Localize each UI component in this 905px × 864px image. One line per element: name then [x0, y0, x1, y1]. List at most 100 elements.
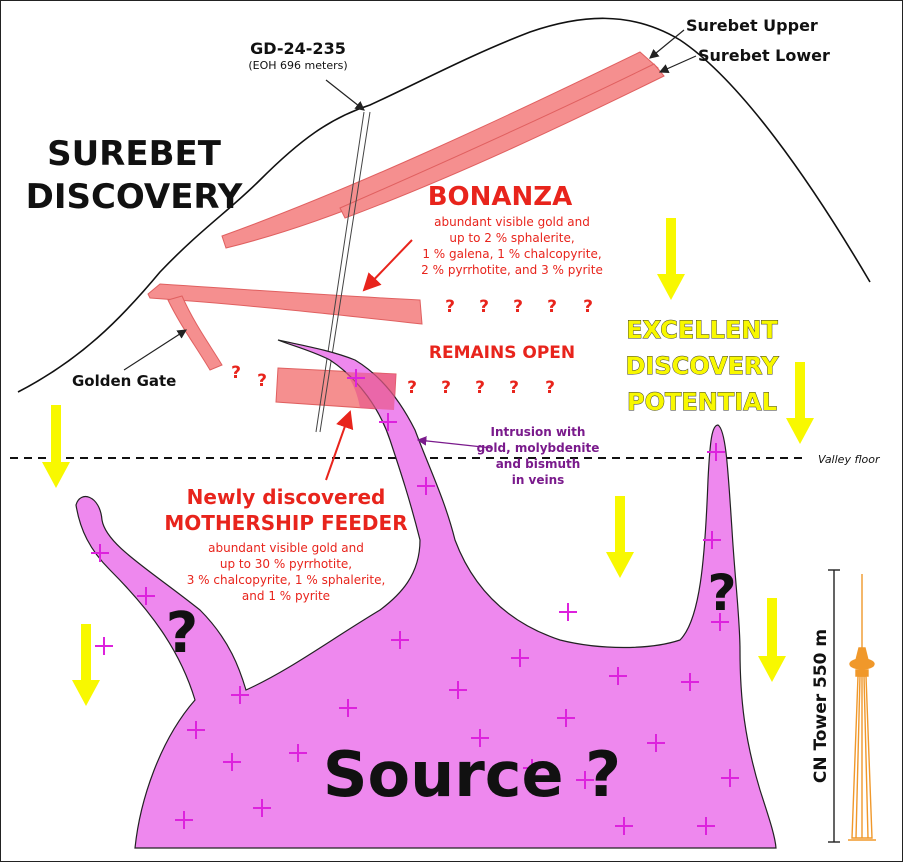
plus-marker — [523, 759, 541, 777]
question-mark-right: ? — [707, 564, 736, 622]
plus-marker — [347, 369, 365, 387]
question-mark: ? — [445, 297, 455, 317]
excellent-potential-label: EXCELLENT DISCOVERY POTENTIAL — [625, 316, 780, 417]
title-line-1: SUREBET — [47, 134, 222, 174]
drillhole-trace — [315, 111, 371, 433]
remains-open-label: REMAINS OPEN — [429, 343, 575, 363]
question-mark: ? — [513, 297, 523, 317]
plus-marker — [137, 587, 155, 605]
plus-marker — [703, 531, 721, 549]
yellow-arrow — [606, 496, 634, 578]
intrusion-pointer — [416, 436, 493, 449]
golden-gate-vein — [167, 295, 223, 371]
svg-text:in veins: in veins — [512, 473, 565, 487]
plus-marker — [721, 769, 739, 787]
svg-text:up to 30 % pyrrhotite,: up to 30 % pyrrhotite, — [220, 557, 352, 571]
question-mark: ? — [257, 371, 267, 391]
question-mark: ? — [475, 378, 485, 398]
yellow-arrow — [786, 362, 814, 444]
source-label: Source ? — [323, 738, 621, 811]
svg-text:1 % galena, 1 % chalcopyrite,: 1 % galena, 1 % chalcopyrite, — [422, 247, 601, 261]
svg-text:EXCELLENT: EXCELLENT — [626, 316, 778, 344]
bonanza-heading: BONANZA — [428, 182, 573, 212]
plus-marker — [707, 443, 725, 461]
plus-marker — [379, 413, 397, 431]
question-mark: ? — [509, 378, 519, 398]
intrusion-plus-markers — [91, 369, 739, 835]
title-line-2: DISCOVERY — [26, 177, 243, 217]
plus-marker — [449, 681, 467, 699]
plus-marker — [471, 729, 489, 747]
drillhole-note: (EOH 696 meters) — [248, 59, 347, 72]
plus-marker — [647, 734, 665, 752]
surebet-upper-label: Surebet Upper — [686, 16, 818, 35]
svg-text:POTENTIAL: POTENTIAL — [627, 388, 777, 416]
mothership-description: abundant visible gold and up to 30 % pyr… — [187, 541, 386, 603]
topography-line — [17, 17, 871, 393]
yellow-arrow — [657, 218, 685, 300]
plus-marker — [559, 603, 577, 621]
bonanza-vein — [147, 283, 423, 325]
yellow-arrow — [758, 598, 786, 682]
plus-marker — [95, 637, 113, 655]
yellow-arrow — [42, 405, 70, 488]
plus-marker — [557, 709, 575, 727]
plus-marker — [511, 649, 529, 667]
bonanza-pointer — [362, 239, 413, 292]
cn-tower-icon — [848, 574, 876, 841]
question-mark: ? — [479, 297, 489, 317]
svg-text:2 % pyrrhotite, and 3 % pyrite: 2 % pyrrhotite, and 3 % pyrite — [421, 263, 603, 277]
question-mark: ? — [441, 378, 451, 398]
intrusion-label: Intrusion with gold, molybdenite and bis… — [477, 425, 600, 487]
plus-marker — [223, 753, 241, 771]
svg-text:gold, molybdenite: gold, molybdenite — [477, 441, 600, 455]
question-mark-left: ? — [166, 601, 198, 666]
svg-text:DISCOVERY: DISCOVERY — [625, 352, 779, 380]
plus-marker — [711, 613, 729, 631]
question-mark: ? — [407, 378, 417, 398]
plus-marker — [697, 817, 715, 835]
mothership-heading-1: Newly discovered — [187, 485, 386, 509]
plus-marker — [91, 544, 109, 562]
cn-tower-label: CN Tower 550 m — [811, 629, 831, 783]
svg-text:abundant visible gold and: abundant visible gold and — [208, 541, 364, 555]
plus-marker — [187, 721, 205, 739]
surebet-lower-vein — [339, 63, 665, 219]
svg-text:and bismuth: and bismuth — [496, 457, 581, 471]
open-question-marks: ???????????? — [231, 297, 593, 398]
question-mark: ? — [547, 297, 557, 317]
plus-marker — [289, 744, 307, 762]
plus-marker — [417, 477, 435, 495]
drillhole-pointer — [325, 79, 365, 111]
svg-text:and 1 % pyrite: and 1 % pyrite — [242, 589, 330, 603]
question-mark: ? — [583, 297, 593, 317]
golden-gate-pointer — [123, 329, 188, 371]
svg-text:abundant visible gold and: abundant visible gold and — [434, 215, 590, 229]
mothership-pointer — [325, 410, 354, 481]
plus-marker — [615, 817, 633, 835]
svg-text:up to 2 % sphalerite,: up to 2 % sphalerite, — [449, 231, 574, 245]
plus-marker — [681, 673, 699, 691]
bonanza-description: abundant visible gold and up to 2 % spha… — [421, 215, 603, 277]
surebet-lower-label: Surebet Lower — [698, 46, 830, 65]
drillhole-name: GD-24-235 — [250, 39, 346, 58]
mothership-vein-overlap — [345, 372, 396, 410]
question-mark: ? — [545, 378, 555, 398]
surebet-lower-pointer — [658, 55, 697, 73]
golden-gate-label: Golden Gate — [72, 372, 176, 390]
mothership-heading-2: MOTHERSHIP FEEDER — [164, 511, 407, 535]
svg-text:Intrusion with: Intrusion with — [491, 425, 586, 439]
question-mark: ? — [231, 363, 241, 383]
plus-marker — [609, 667, 627, 685]
plus-marker — [339, 699, 357, 717]
plus-marker — [175, 811, 193, 829]
plus-marker — [253, 799, 271, 817]
plus-marker — [576, 771, 594, 789]
yellow-arrows — [42, 218, 814, 706]
valley-floor-label: Valley floor — [818, 453, 881, 466]
yellow-arrow — [72, 624, 100, 706]
plus-marker — [391, 631, 409, 649]
surebet-upper-pointer — [649, 29, 685, 59]
